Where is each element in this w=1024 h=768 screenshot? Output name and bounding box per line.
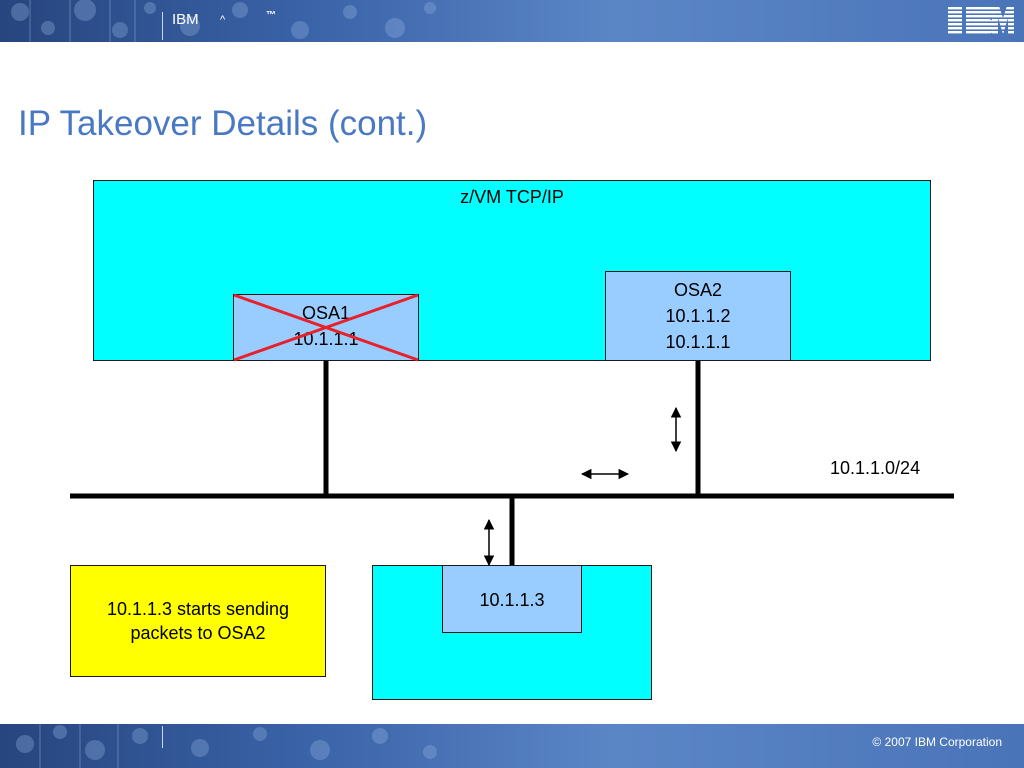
header-brand: IBM — [172, 11, 199, 28]
slide-title: IP Takeover Details (cont.) — [18, 104, 428, 143]
header-pattern — [11, 0, 436, 42]
osa2-name: OSA2 — [673, 280, 723, 300]
osa1-name: OSA1 — [301, 303, 351, 323]
ibm-logo — [948, 6, 1014, 34]
footer-pattern — [16, 724, 437, 768]
osa2-box: OSA2 10.1.1.2 10.1.1.1 — [605, 271, 791, 361]
osa2-ip-primary: 10.1.1.2 — [665, 306, 731, 326]
callout-line-1: 10.1.1.3 starts sending — [106, 599, 290, 619]
callout-line-2: packets to OSA2 — [130, 623, 266, 643]
osa1-ip: 10.1.1.1 — [293, 329, 359, 349]
footer-divider — [162, 726, 163, 748]
header-trademark: ™ — [266, 10, 276, 21]
copyright-text: © 2007 IBM Corporation — [872, 735, 1002, 749]
header-divider — [162, 12, 163, 40]
callout-note: 10.1.1.3 starts sending packets to OSA2 — [70, 565, 326, 677]
network-label: 10.1.1.0/24 — [830, 458, 921, 478]
client-ip: 10.1.1.3 — [479, 590, 545, 610]
osa2-ip-takeover: 10.1.1.1 — [665, 332, 731, 352]
footer-bar: © 2007 IBM Corporation — [0, 724, 1024, 768]
host-label: z/VM TCP/IP — [460, 187, 564, 207]
client-adapter-box: 10.1.1.3 — [442, 565, 582, 633]
zvm-tcpip-box: z/VM TCP/IP — [93, 180, 931, 361]
osa1-box: OSA1 10.1.1.1 — [233, 294, 419, 361]
header-caret: ^ — [220, 14, 226, 26]
header-bar: IBM ^ ™ — [0, 0, 1024, 42]
